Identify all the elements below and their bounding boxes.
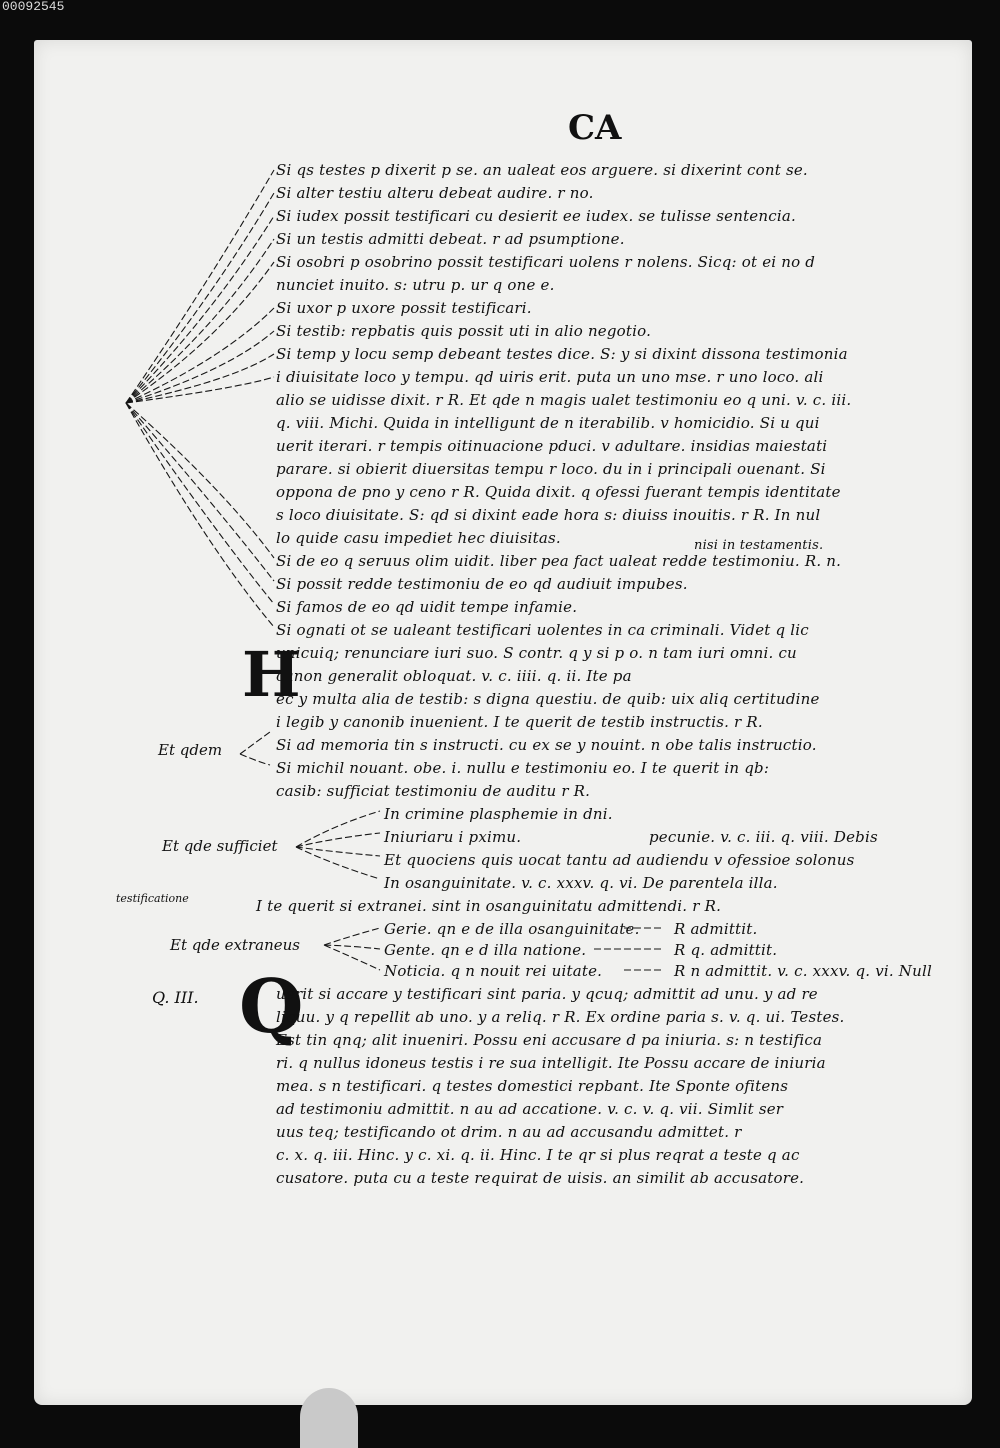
text-line: uerit iterari. r tempis oitinuacione pdu… (276, 437, 828, 455)
text-line-addition: R q. admittit. (674, 941, 778, 959)
text-line: I te querit si extranei. sint in osangui… (256, 897, 722, 915)
text-line: liquu. y q repellit ab uno. y a reliq. r… (276, 1008, 845, 1026)
text-line: Si de eo q seruus olim uidit. liber pea … (276, 552, 842, 570)
text-line: cusatore. puta cu a teste requirat de ui… (276, 1169, 805, 1187)
text-line: canon generalit obloquat. v. c. iiii. q.… (276, 667, 632, 685)
fan-line (125, 261, 275, 404)
text-line: unicuiq; renunciare iuri suo. S contr. q… (276, 644, 797, 662)
diagram-lines (125, 169, 664, 971)
text-line: uerit si accare y testificari sint paria… (276, 985, 818, 1003)
fan-line (239, 753, 271, 766)
initial-q: Q (239, 964, 304, 1050)
fan-line (295, 832, 381, 848)
text-line: uus teq; testificando ot drim. n au ad a… (276, 1123, 742, 1141)
text-line: Et quociens quis uocat tantu ad audiendu… (384, 851, 855, 869)
fan-line (323, 944, 381, 950)
text-line: Si alter testiu alteru debeat audire. r … (276, 184, 594, 202)
text-line: alio se uidisse dixit. r R. Et qde n mag… (276, 391, 852, 409)
text-line: s loco diuisitate. S: qd si dixint eade … (276, 506, 821, 524)
text-line: Si temp y locu semp debeant testes dice.… (276, 345, 848, 363)
fan-line (125, 353, 275, 404)
fan-line (323, 927, 381, 946)
folio-heading: CA (568, 108, 622, 148)
fan-line (125, 307, 275, 404)
text-line: Si osobri p osobrino possit testificari … (276, 253, 816, 271)
text-line: ec y multa alia de testib: s digna quest… (276, 690, 820, 708)
gloss-et-qde-sufficiet: Et qde sufficiet (162, 837, 278, 855)
text-line: Noticia. q n nouit rei uitate. (384, 962, 603, 980)
fan-line (295, 810, 381, 848)
text-line-addition: R admittit. (674, 920, 758, 938)
fan-line (125, 402, 275, 628)
fan-line (125, 402, 275, 582)
text-line: Si possit redde testimoniu de eo qd audi… (276, 575, 688, 593)
text-line: Si iudex possit testificari cu desierit … (276, 207, 796, 225)
text-line: parare. si obierit diuersitas tempu r lo… (276, 460, 826, 478)
initial-h: H (242, 638, 301, 711)
fan-line (125, 238, 275, 404)
text-line: i diuisitate loco y tempu. qd uiris erit… (276, 368, 824, 386)
manuscript-page: CA Si qs testes p dixerit p se. an ualea… (34, 40, 972, 1405)
fan-line (125, 215, 275, 404)
text-line-addition: pecunie. v. c. iii. q. viii. Debis (649, 828, 878, 846)
text-line: Si uxor p uxore possit testificari. (276, 299, 532, 317)
fan-line (125, 330, 275, 404)
text-line: In osanguinitate. v. c. xxxv. q. vi. De … (384, 874, 778, 892)
fan-line (323, 944, 381, 971)
text-line: Gerie. qn e de illa osanguinitate. (384, 920, 640, 938)
text-line: casib: sufficiat testimoniu de auditu r … (276, 782, 591, 800)
text-line: Si michil nouant. obe. i. nullu e testim… (276, 759, 770, 777)
text-line: Est tin qnq; alit inueniri. Possu eni ac… (276, 1031, 823, 1049)
text-line: nunciet inuito. s: utru p. ur q one e. (276, 276, 555, 294)
text-line: i legib y canonib inuenient. I te querit… (276, 713, 763, 731)
gloss-et-qde-extraneus: Et qde extraneus (170, 936, 300, 954)
text-line: Si un testis admitti debeat. r ad psumpt… (276, 230, 625, 248)
text-line: ad testimoniu admittit. n au ad accation… (276, 1100, 784, 1118)
text-line: q. viii. Michi. Quida in intelligunt de … (276, 414, 820, 432)
text-line: c. x. q. iii. Hinc. y c. xi. q. ii. Hinc… (276, 1146, 800, 1164)
text-line: Si famos de eo qd uidit tempe infamie. (276, 598, 578, 616)
fan-line (125, 402, 275, 559)
gloss-testificatione: testificatione (116, 892, 189, 905)
fan-line (295, 846, 381, 880)
fan-line (239, 731, 271, 755)
archive-number: 00092545 (2, 0, 65, 14)
text-line: Si qs testes p dixerit p se. an ualeat e… (276, 161, 808, 179)
fan-line (125, 376, 275, 404)
text-line: Iniuriaru i pximu. (384, 828, 522, 846)
text-line: Gente. qn e d illa natione. (384, 941, 587, 959)
text-line: lo quide casu impediet hec diuisitas. (276, 529, 561, 547)
text-line: ri. q nullus idoneus testis i re sua int… (276, 1054, 826, 1072)
text-line: mea. s n testificari. q testes domestici… (276, 1077, 789, 1095)
fan-line (125, 192, 275, 404)
fan-line (125, 169, 275, 404)
thumb (300, 1388, 358, 1448)
gloss-et-qdem: Et qdem (158, 741, 223, 759)
fan-line (295, 846, 381, 857)
text-line: Si ognati ot se ualeant testificari uole… (276, 621, 809, 639)
text-line-addition: nisi in testamentis. (694, 538, 824, 553)
fan-line (125, 402, 275, 605)
text-line: In crimine plasphemie in dni. (384, 805, 613, 823)
text-line: oppona de pno y ceno r R. Quida dixit. q… (276, 483, 841, 501)
gloss-q-iii: Q. III. (152, 988, 199, 1007)
text-line-addition: R n admittit. v. c. xxxv. q. vi. Null (674, 962, 932, 980)
text-line: Si ad memoria tin s instructi. cu ex se … (276, 736, 817, 754)
text-line: Si testib: repbatis quis possit uti in a… (276, 322, 652, 340)
